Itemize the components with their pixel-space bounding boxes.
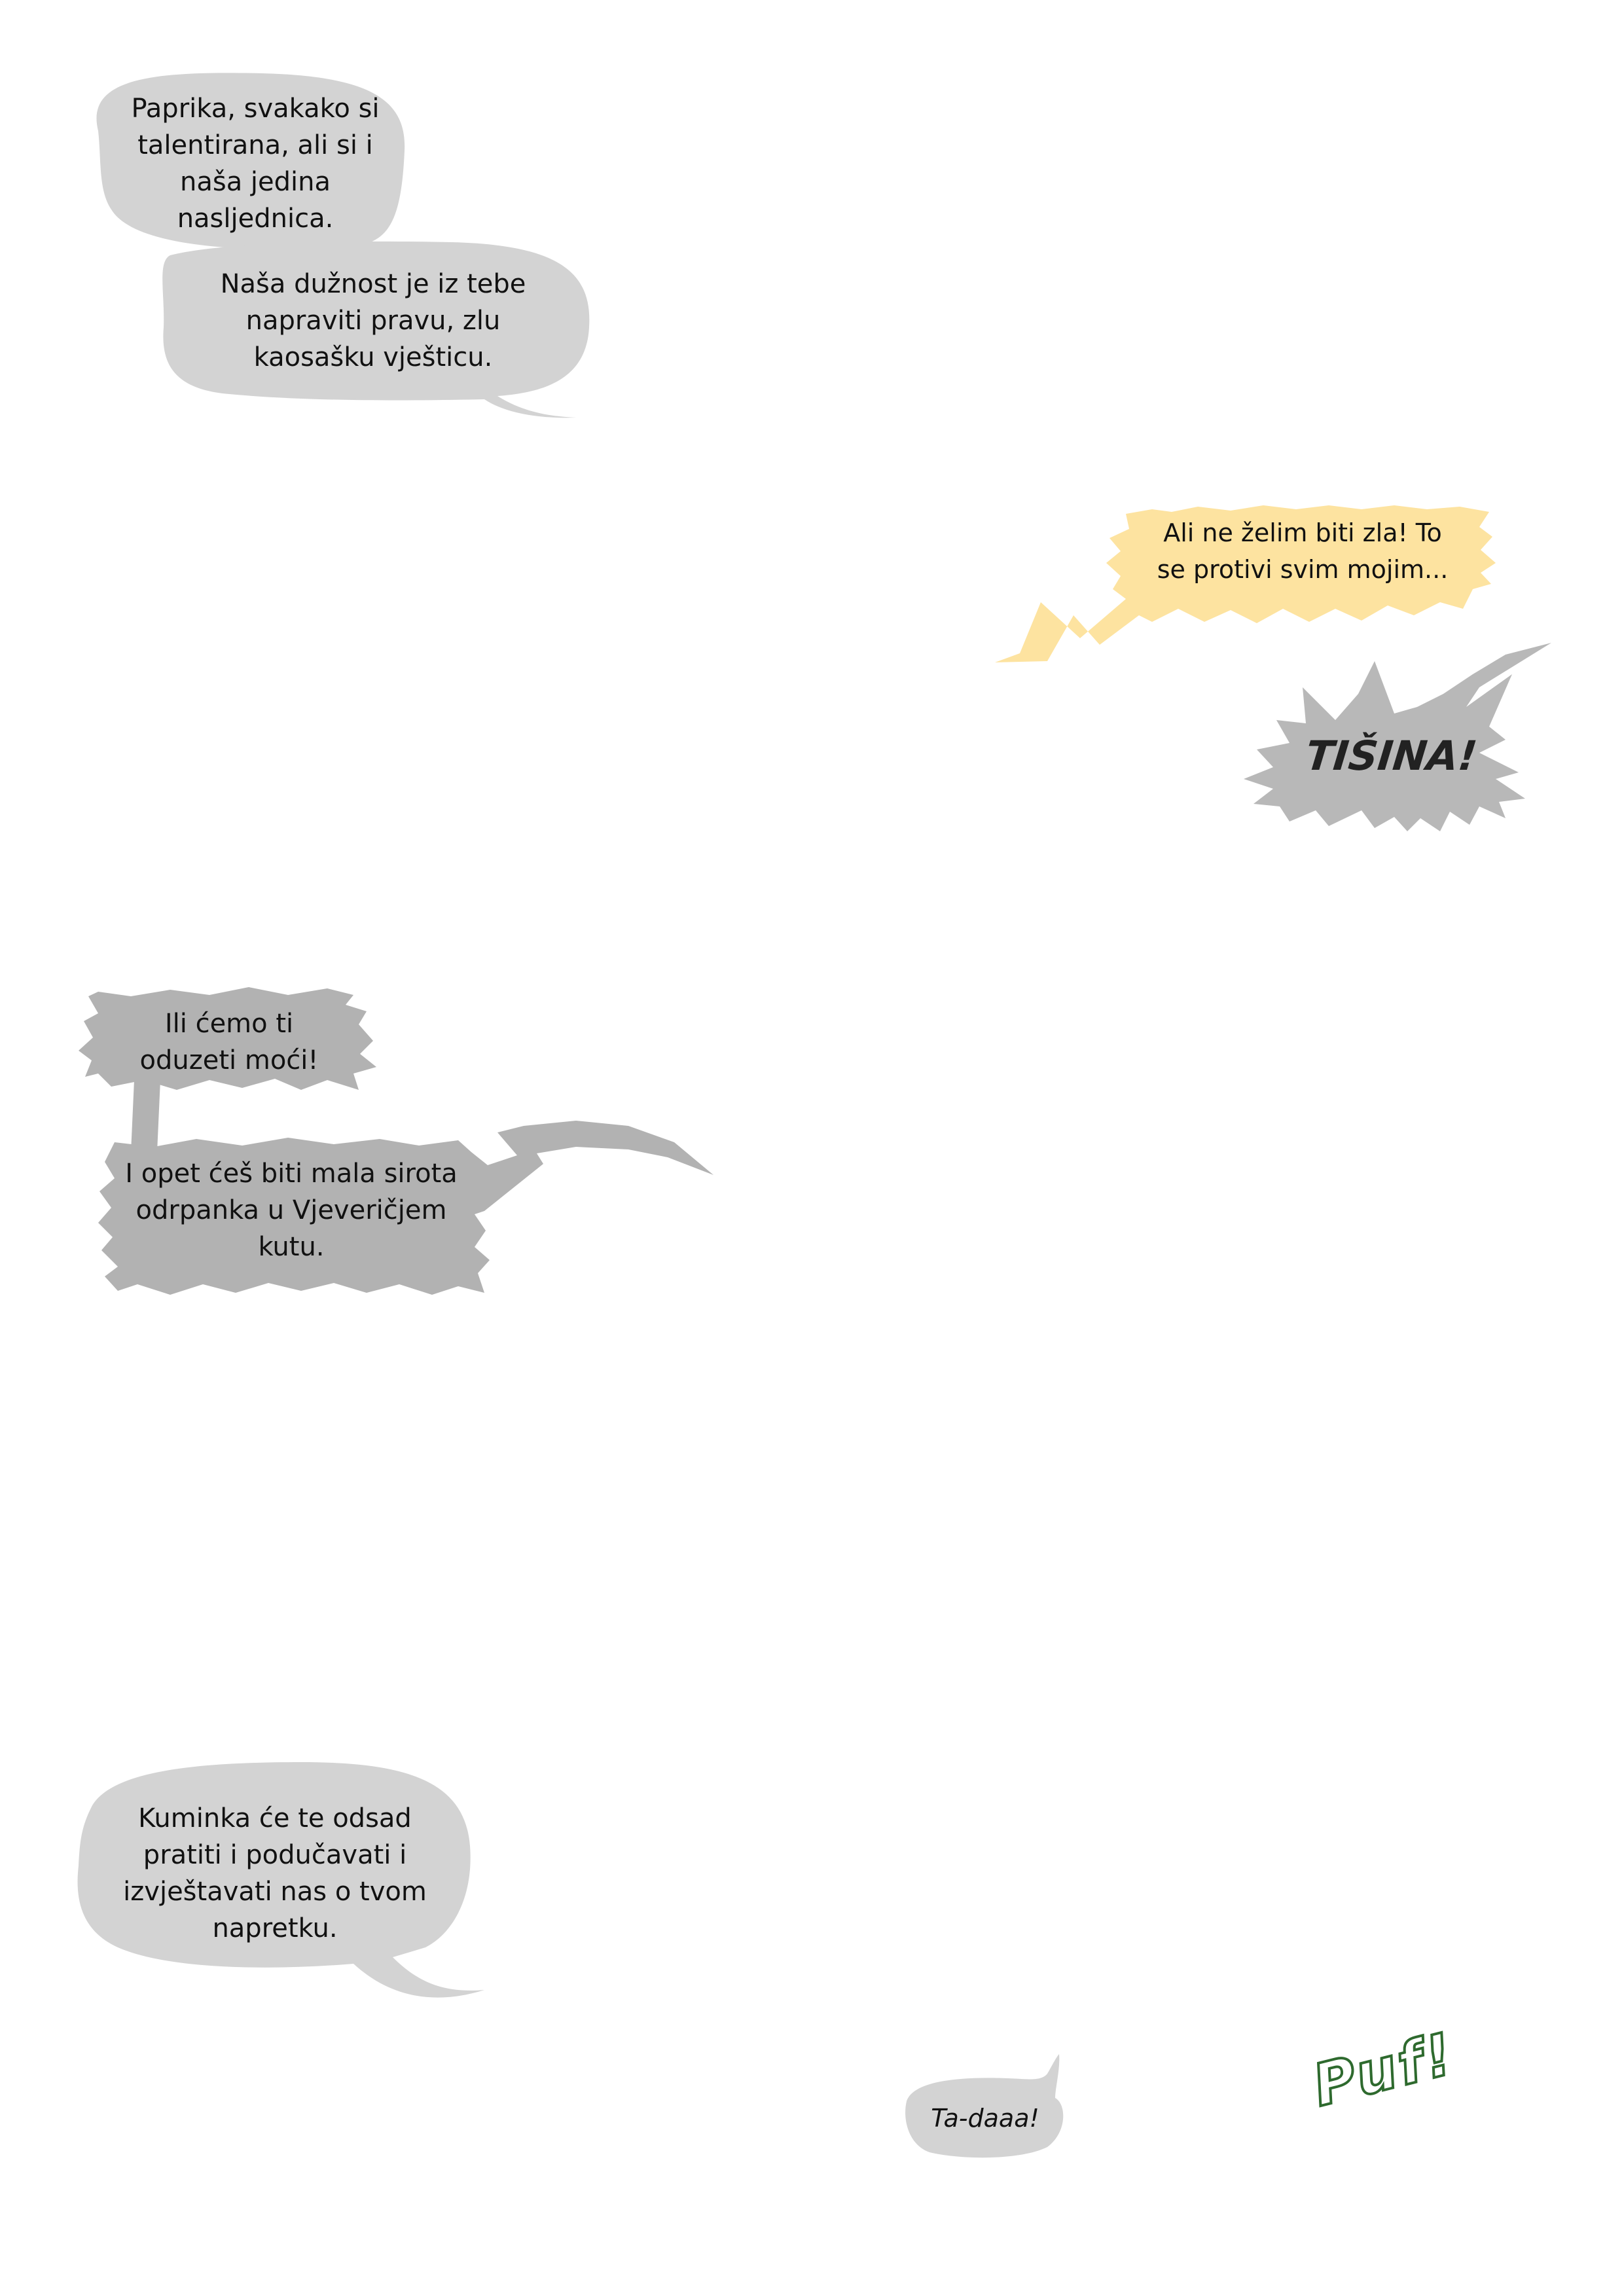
bubble-5-text: Ili ćemo ti oduzeti moći! <box>98 1005 360 1079</box>
shout-burst <box>1244 643 1551 831</box>
bubble-6-line: I opet ćeš biti mala sirota <box>125 1159 458 1189</box>
shout-tisina: TIŠINA! <box>1303 732 1480 780</box>
speech-bubble-1 <box>96 73 405 249</box>
bubble-1-line: naša jedina <box>179 167 331 197</box>
bubble-1-line: nasljednica. <box>177 204 334 234</box>
speech-bubble-8 <box>905 2054 1064 2158</box>
bubble-2-line: Naša dužnost je iz tebe <box>220 269 526 299</box>
bubble-6-text: I opet ćeš biti mala sirota odrpanka u V… <box>105 1155 478 1265</box>
speech-bubble-7 <box>77 1762 484 1998</box>
bubble-7-line: napretku. <box>212 1913 338 1943</box>
speech-bubble-2 <box>162 241 590 418</box>
bubble-2-line: napraviti pravu, zlu <box>245 306 501 336</box>
bubble-1-line: talentirana, ali si i <box>137 130 373 160</box>
bubble-2-line: kaosašku vješticu. <box>253 342 493 372</box>
speech-bubble-3 <box>995 505 1496 662</box>
bubble-7-line: izvještavati nas o tvom <box>123 1877 427 1907</box>
bubble-1-text: Paprika, svakako si talentirana, ali si … <box>105 90 406 237</box>
bubble-3-line: Ali ne želim biti zla! To <box>1163 518 1442 547</box>
bubble-7-line: Kuminka će te odsad <box>138 1803 412 1833</box>
bubble-3-line: se protivi svim mojim... <box>1157 555 1449 584</box>
bubble-8-text: Ta-daaa! <box>931 2104 1039 2133</box>
bubble-7-text: Kuminka će te odsad pratiti i podučavati… <box>92 1800 458 1947</box>
bubble-5-line: oduzeti moći! <box>139 1045 319 1075</box>
bubble-5-line: Ili ćemo ti <box>164 1009 294 1039</box>
speech-bubble-6 <box>98 1121 713 1295</box>
bubble-6-line: odrpanka u Vjeveričjem <box>135 1195 447 1225</box>
bubble-6-line: kutu. <box>258 1232 325 1262</box>
bubble-2-text: Naša dužnost je iz tebe napraviti pravu,… <box>190 266 556 376</box>
bubble-7-line: pratiti i podučavati i <box>143 1840 407 1870</box>
bubble-3-text: Ali ne želim biti zla! To se protivi svi… <box>1129 515 1476 588</box>
bubble-1-line: Paprika, svakako si <box>131 94 380 124</box>
speech-bubble-5 <box>79 987 376 1152</box>
